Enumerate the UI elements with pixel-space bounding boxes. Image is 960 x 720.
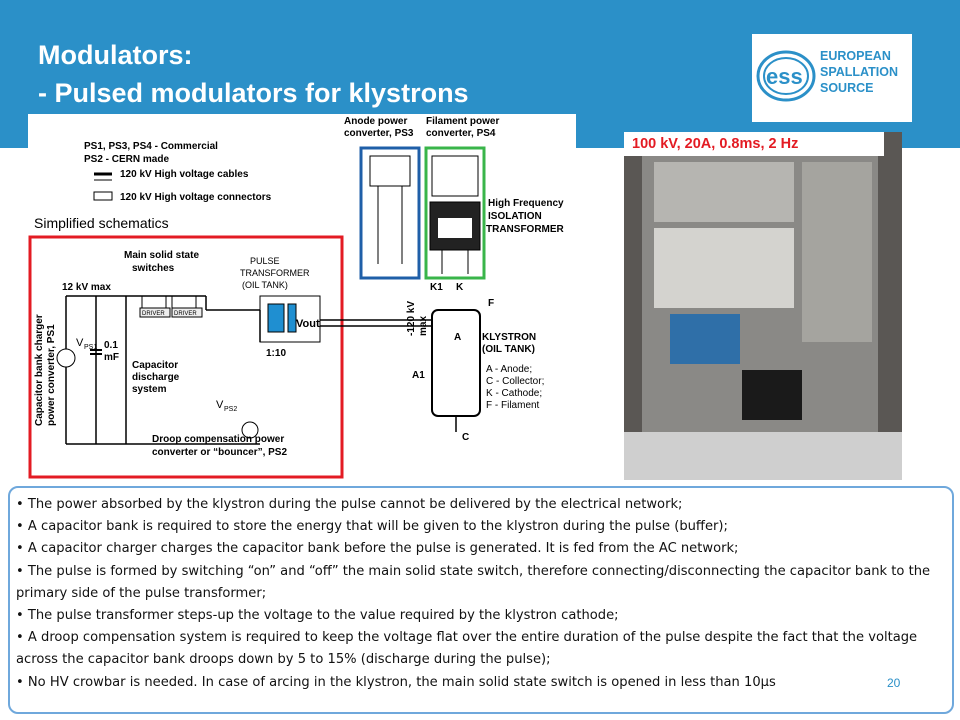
logo-mark-text: ess <box>766 64 803 89</box>
legend-commercial: PS1, PS3, PS4 - Commercial <box>84 141 218 152</box>
ps1-source-icon <box>56 348 76 368</box>
connector-legend-icon <box>93 191 113 201</box>
ps2-source-icon <box>241 421 259 439</box>
logo-line-2: SPALLATION <box>820 65 899 79</box>
droop-label-2: converter or “bouncer”, PS2 <box>152 447 287 458</box>
floor <box>624 432 902 480</box>
red-box <box>28 235 344 479</box>
klystron-label: KLYSTRON <box>482 332 536 343</box>
title-line-2: - Pulsed modulators for klystrons <box>38 78 469 108</box>
switch-icon-2 <box>171 295 197 309</box>
cabinet-top-left <box>654 162 794 222</box>
logo-line-1: EUROPEAN <box>820 49 891 63</box>
discharge-label-3: system <box>132 384 167 395</box>
green-box <box>424 146 486 280</box>
note-item: A capacitor charger charges the capacito… <box>16 538 944 560</box>
note-item: The pulse is formed by switching “on” an… <box>16 561 944 605</box>
filament-converter-block <box>431 155 479 197</box>
anode-ps-label-2: converter, PS3 <box>344 128 414 139</box>
legend-cern: PS2 - CERN made <box>84 154 169 165</box>
vps1-sub: PS1 <box>84 344 97 351</box>
cap-unit: mF <box>104 352 119 363</box>
vout-label: Vout <box>296 318 320 330</box>
cap-value: 0.1 <box>104 340 118 351</box>
ratio-label: 1:10 <box>266 348 286 359</box>
switch-icon <box>141 295 167 309</box>
charger-label: Capacitor bank charger <box>34 314 45 426</box>
legend-connectors: 120 kV High voltage connectors <box>120 192 272 203</box>
vps2-label: V <box>216 399 224 411</box>
a-label: A <box>454 332 461 343</box>
anode-ps-label: Anode power <box>344 116 407 127</box>
transformer-primary <box>267 303 285 333</box>
isolation-transformer-core <box>438 218 472 238</box>
klystron-label-2: (OIL TANK) <box>482 344 535 355</box>
note-item: No HV crowbar is needed. In case of arci… <box>16 672 944 694</box>
notes-box: The power absorbed by the klystron durin… <box>8 486 954 714</box>
legend-collector: C - Collector; <box>486 376 544 387</box>
blue-box <box>359 146 421 280</box>
note-item: The power absorbed by the klystron durin… <box>16 494 944 516</box>
c-label: C <box>462 432 469 443</box>
transformer-tank <box>259 295 321 343</box>
discharge-label: Capacitor <box>132 360 178 371</box>
note-item: The pulse transformer steps-up the volta… <box>16 605 944 627</box>
blue-module <box>670 314 740 364</box>
transformer-secondary <box>287 303 297 333</box>
logo-wordmark: EUROPEAN SPALLATION SOURCE <box>820 48 898 96</box>
driver-label: DRIVER <box>142 311 165 317</box>
pulse-tr-label-3: (OIL TANK) <box>242 280 288 290</box>
vps2-sub: PS2 <box>224 406 237 413</box>
k-label: K <box>456 282 464 293</box>
modulator-photo <box>624 132 902 480</box>
hf-iso-label: High Frequency <box>488 198 564 209</box>
pulse-tr-label: PULSE <box>250 256 280 266</box>
cabinet-right-rack <box>802 162 872 342</box>
a1-label: A1 <box>412 370 425 381</box>
legend-filament: F - Filament <box>486 400 540 411</box>
legend-cathode: K - Cathode; <box>486 388 542 399</box>
kv12-label: 12 kV max <box>62 282 111 293</box>
filament-ps-label-2: converter, PS4 <box>426 128 496 139</box>
filament-ps-label: Filament power <box>426 116 499 127</box>
driver-label-2: DRIVER <box>174 311 197 317</box>
k1-label: K1 <box>430 282 443 293</box>
max-label: max <box>418 316 429 336</box>
title-line-1: Modulators: <box>38 40 193 70</box>
note-item: A droop compensation system is required … <box>16 627 944 671</box>
ess-logo-mark: ess <box>756 50 816 102</box>
main-switch-label-2: switches <box>132 263 175 274</box>
simplified-label: Simplified schematics <box>34 215 169 231</box>
klystron-tube <box>431 309 481 417</box>
discharge-label-2: discharge <box>132 372 180 383</box>
legend-cables: 120 kV High voltage cables <box>120 169 249 180</box>
modulator-schematic: PS1, PS3, PS4 - Commercial PS2 - CERN ma… <box>28 114 576 480</box>
vps1-label: V <box>76 337 84 349</box>
hf-iso-label-2: ISOLATION <box>488 211 542 222</box>
cabinet-middle <box>654 228 794 308</box>
driver-box <box>139 307 171 318</box>
driver-box-2 <box>171 307 203 318</box>
pulse-tr-label-2: TRANSFORMER <box>240 268 310 278</box>
note-item: A capacitor bank is required to store th… <box>16 516 944 538</box>
f-label: F <box>488 298 494 309</box>
charger-label-2: power converter, PS1 <box>46 324 57 426</box>
kv120-label: -120 kV <box>406 301 417 336</box>
droop-label: Droop compensation power <box>152 434 284 445</box>
main-switch-label: Main solid state <box>124 250 199 261</box>
slide-title: Modulators: - Pulsed modulators for klys… <box>38 36 469 112</box>
hf-iso-label-3: TRANSFORMER <box>486 224 565 235</box>
page-number: 20 <box>887 676 901 690</box>
logo-line-3: SOURCE <box>820 81 874 95</box>
legend-anode: A - Anode; <box>486 364 532 375</box>
black-module <box>742 370 802 420</box>
anode-converter-block <box>369 155 411 187</box>
ess-logo: ess EUROPEAN SPALLATION SOURCE <box>752 34 912 122</box>
spec-label: 100 kV, 20A, 0.8ms, 2 Hz <box>624 132 884 156</box>
